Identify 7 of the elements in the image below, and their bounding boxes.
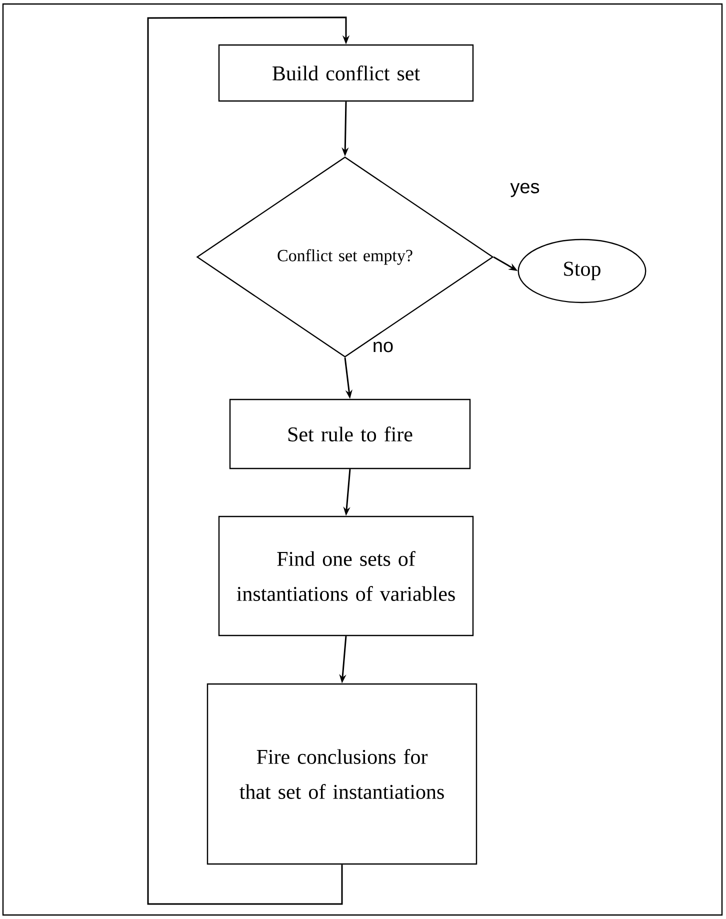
process-box: Find one sets of instantiations of variables	[218, 516, 474, 636]
edge-label: no	[371, 340, 395, 354]
arrow	[147, 16, 350, 905]
process-box: Build conflict set	[218, 44, 474, 102]
process-box: Set rule to fire	[229, 398, 471, 470]
process-box: Fire conclusions for that set of instantiations	[206, 683, 478, 865]
edge-label: yes	[509, 182, 541, 198]
